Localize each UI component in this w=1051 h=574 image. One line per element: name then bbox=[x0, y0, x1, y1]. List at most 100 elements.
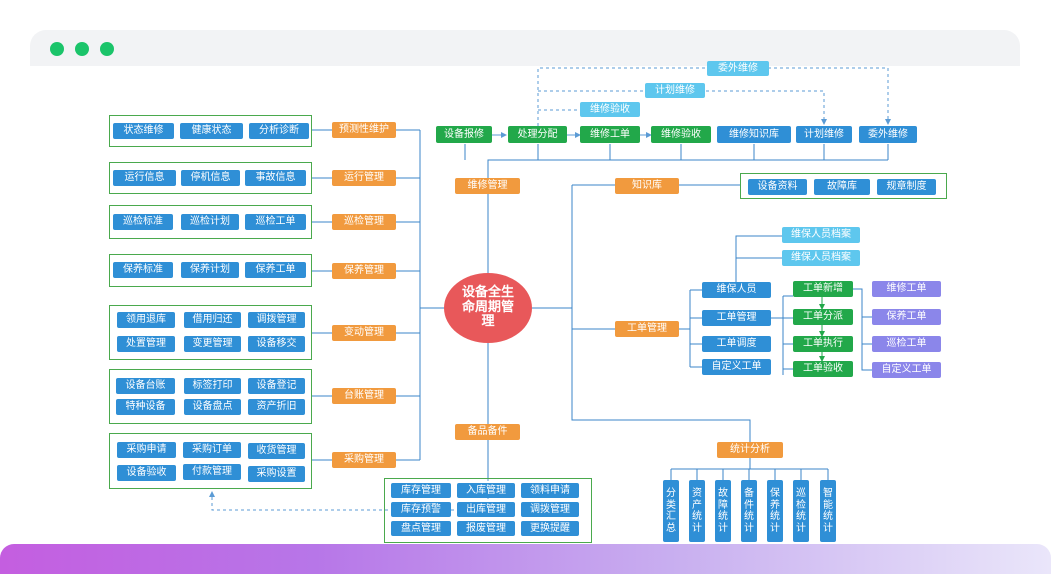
spare-inventory-count[interactable]: 盘点管理 bbox=[391, 521, 451, 536]
item-device-register[interactable]: 设备登记 bbox=[248, 378, 305, 394]
item-device-count[interactable]: 设备盘点 bbox=[184, 399, 241, 415]
repair-sub-planned[interactable]: 计划维修 bbox=[645, 83, 705, 98]
branch-stats[interactable]: 统计分析 bbox=[717, 442, 783, 458]
spare-inbound-manage[interactable]: 入库管理 bbox=[457, 483, 515, 498]
repair-flow-order[interactable]: 维修工单 bbox=[580, 126, 640, 143]
stats-label-char: 障 bbox=[718, 499, 728, 511]
branch-maintenance[interactable]: 保养管理 bbox=[332, 263, 396, 279]
item-maintenance-plan[interactable]: 保养计划 bbox=[181, 262, 239, 278]
branch-predictive[interactable]: 预测性维护 bbox=[332, 122, 396, 138]
item-payment-manage[interactable]: 付款管理 bbox=[183, 464, 241, 480]
stats-label-char: 计 bbox=[796, 522, 806, 534]
workorder-type-maintenance[interactable]: 保养工单 bbox=[872, 309, 941, 325]
stats-category-summary[interactable]: 分类汇总 bbox=[663, 480, 679, 542]
item-inspection-standard[interactable]: 巡检标准 bbox=[113, 214, 173, 230]
workorder-type-custom[interactable]: 自定义工单 bbox=[872, 362, 941, 378]
stats-label-char: 类 bbox=[666, 499, 676, 511]
window-dot-1[interactable] bbox=[50, 42, 64, 56]
spare-transfer-manage[interactable]: 调拨管理 bbox=[521, 502, 579, 517]
knowledge-device-docs[interactable]: 设备资料 bbox=[748, 179, 807, 195]
workorder-flow-accept[interactable]: 工单验收 bbox=[793, 361, 853, 377]
window-dot-3[interactable] bbox=[100, 42, 114, 56]
workorder-type-inspection[interactable]: 巡检工单 bbox=[872, 336, 941, 352]
branch-operation[interactable]: 运行管理 bbox=[332, 170, 396, 186]
item-purchase-settings[interactable]: 采购设置 bbox=[248, 466, 305, 482]
spare-stock-warning[interactable]: 库存预警 bbox=[391, 502, 451, 517]
item-stop-info[interactable]: 停机信息 bbox=[181, 170, 240, 186]
item-label-print[interactable]: 标签打印 bbox=[184, 378, 241, 394]
stats-smart[interactable]: 智能统计 bbox=[820, 480, 836, 542]
repair-flow-assign[interactable]: 处理分配 bbox=[508, 126, 567, 143]
knowledge-regulations[interactable]: 规章制度 bbox=[877, 179, 936, 195]
item-disposal-manage[interactable]: 处置管理 bbox=[117, 336, 175, 352]
stats-fault[interactable]: 故障统计 bbox=[715, 480, 731, 542]
item-maintenance-order[interactable]: 保养工单 bbox=[245, 262, 306, 278]
item-inspection-plan[interactable]: 巡检计划 bbox=[181, 214, 239, 230]
spare-scrap-manage[interactable]: 报废管理 bbox=[457, 521, 515, 536]
item-status-repair[interactable]: 状态维修 bbox=[113, 123, 174, 139]
item-change-manage[interactable]: 变更管理 bbox=[184, 336, 241, 352]
stats-label-char: 件 bbox=[744, 499, 754, 511]
group-inspection bbox=[109, 205, 312, 239]
repair-flow-report[interactable]: 设备报修 bbox=[436, 126, 492, 143]
center-node[interactable]: 设备全生命周期管理 bbox=[444, 273, 532, 343]
stats-maintenance[interactable]: 保养统计 bbox=[767, 480, 783, 542]
branch-repair[interactable]: 维修管理 bbox=[455, 178, 520, 194]
spare-replace-reminder[interactable]: 更换提醒 bbox=[521, 521, 579, 536]
stats-label-char: 备 bbox=[744, 488, 754, 499]
workorder-archive-1[interactable]: 维保人员档案 bbox=[782, 227, 860, 243]
workorder-dispatch[interactable]: 工单调度 bbox=[702, 336, 771, 352]
item-asset-depreciation[interactable]: 资产折旧 bbox=[248, 399, 305, 415]
window-dot-2[interactable] bbox=[75, 42, 89, 56]
workorder-archive-2[interactable]: 维保人员档案 bbox=[782, 250, 860, 266]
item-device-acceptance[interactable]: 设备验收 bbox=[117, 465, 176, 481]
stats-label-char: 保 bbox=[770, 488, 780, 499]
workorder-staff[interactable]: 维保人员 bbox=[702, 282, 771, 298]
item-device-handover[interactable]: 设备移交 bbox=[248, 336, 305, 352]
item-purchase-order[interactable]: 采购订单 bbox=[183, 442, 241, 458]
workorder-flow-new[interactable]: 工单新增 bbox=[793, 281, 853, 297]
workorder-flow-execute[interactable]: 工单执行 bbox=[793, 336, 853, 352]
item-maintenance-standard[interactable]: 保养标准 bbox=[113, 262, 173, 278]
workorder-custom[interactable]: 自定义工单 bbox=[702, 359, 771, 375]
item-receiving-manage[interactable]: 收货管理 bbox=[248, 443, 305, 459]
repair-knowledge-base[interactable]: 维修知识库 bbox=[717, 126, 791, 143]
workorder-type-repair[interactable]: 维修工单 bbox=[872, 281, 941, 297]
stats-label-char: 产 bbox=[692, 499, 702, 511]
repair-flow-acceptance[interactable]: 维修验收 bbox=[651, 126, 711, 143]
workorder-flow-assign[interactable]: 工单分派 bbox=[793, 309, 853, 325]
branch-workorder[interactable]: 工单管理 bbox=[615, 321, 679, 337]
item-borrow-return[interactable]: 借用归还 bbox=[184, 312, 241, 328]
branch-purchase[interactable]: 采购管理 bbox=[332, 452, 396, 468]
workorder-manage[interactable]: 工单管理 bbox=[702, 310, 771, 326]
repair-planned[interactable]: 计划维修 bbox=[796, 126, 852, 143]
item-health-status[interactable]: 健康状态 bbox=[180, 123, 243, 139]
repair-outsource[interactable]: 委外维修 bbox=[859, 126, 917, 143]
stats-asset[interactable]: 资产统计 bbox=[689, 480, 705, 542]
stats-label-char: 统 bbox=[692, 511, 702, 522]
repair-sub-acceptance[interactable]: 维修验收 bbox=[580, 102, 640, 117]
item-analysis-diagnosis[interactable]: 分析诊断 bbox=[249, 123, 309, 139]
repair-sub-outsource[interactable]: 委外维修 bbox=[707, 61, 769, 76]
stats-inspection[interactable]: 巡检统计 bbox=[793, 480, 809, 542]
group-purchase bbox=[109, 433, 312, 489]
spare-material-request[interactable]: 领料申请 bbox=[521, 483, 579, 498]
item-borrow-return-stock[interactable]: 领用退库 bbox=[117, 312, 175, 328]
item-special-device[interactable]: 特种设备 bbox=[116, 399, 175, 415]
stats-spare[interactable]: 备件统计 bbox=[741, 480, 757, 542]
item-accident-info[interactable]: 事故信息 bbox=[245, 170, 306, 186]
branch-inspection[interactable]: 巡检管理 bbox=[332, 214, 396, 230]
bottom-gradient-band bbox=[0, 544, 1051, 574]
item-transfer-manage[interactable]: 调拨管理 bbox=[248, 312, 305, 328]
knowledge-fault-library[interactable]: 故障库 bbox=[814, 179, 870, 195]
item-inspection-order[interactable]: 巡检工单 bbox=[245, 214, 306, 230]
branch-change[interactable]: 变动管理 bbox=[332, 325, 396, 341]
item-purchase-request[interactable]: 采购申请 bbox=[117, 442, 176, 458]
branch-spare[interactable]: 备品备件 bbox=[455, 424, 520, 440]
branch-knowledge[interactable]: 知识库 bbox=[615, 178, 679, 194]
item-device-ledger[interactable]: 设备台账 bbox=[116, 378, 175, 394]
item-run-info[interactable]: 运行信息 bbox=[113, 170, 176, 186]
spare-stock-manage[interactable]: 库存管理 bbox=[391, 483, 451, 498]
spare-outbound-manage[interactable]: 出库管理 bbox=[457, 502, 515, 517]
branch-ledger[interactable]: 台账管理 bbox=[332, 388, 396, 404]
